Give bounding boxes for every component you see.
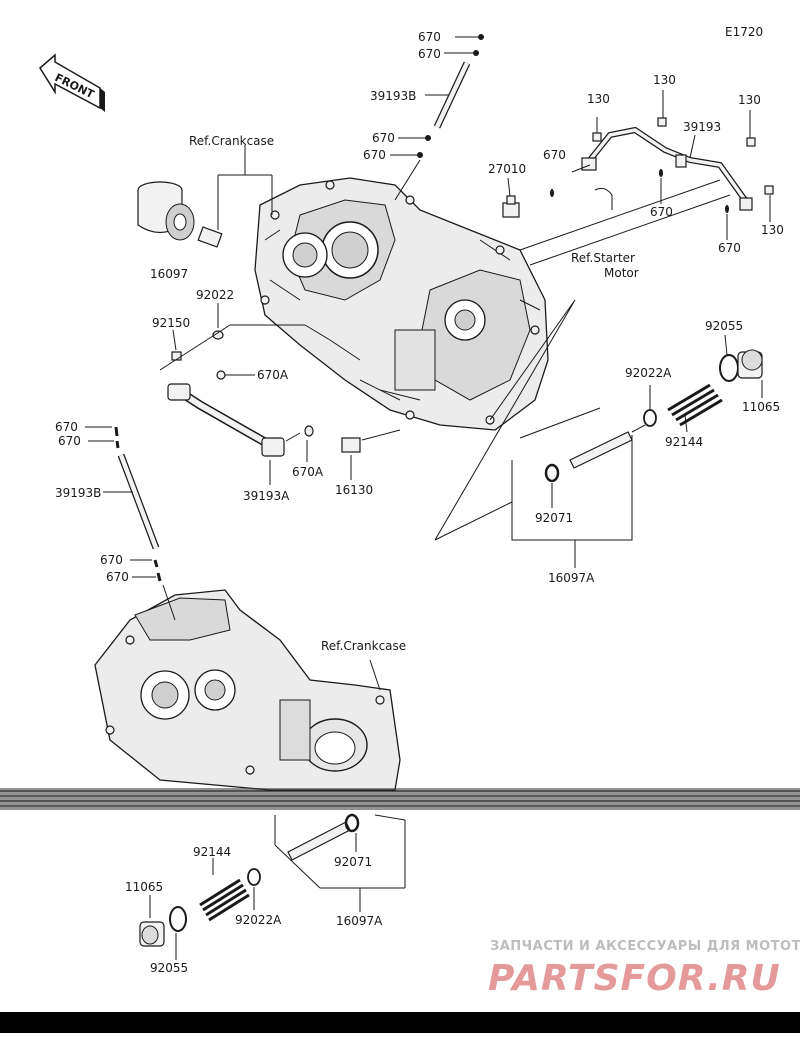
bolt-130-c	[746, 110, 756, 147]
part-number-label: 670A	[257, 368, 289, 382]
part-number-label: Ref.Starter	[571, 251, 635, 265]
part-number-label: 670	[372, 131, 395, 145]
part-number-label: 92055	[705, 319, 743, 333]
part-number-label: 130	[761, 223, 784, 237]
part-number-label: 92144	[665, 435, 703, 449]
part-number-label: 92022	[196, 288, 234, 302]
part-number-label: 92071	[535, 511, 573, 525]
part-number-label: 27010	[488, 162, 526, 176]
part-number-label: 670	[418, 47, 441, 61]
part-number-label: 39193A	[243, 489, 290, 503]
part-number-label: 92071	[334, 855, 372, 869]
scan-band	[0, 788, 800, 810]
part-number-label: 670A	[292, 465, 324, 479]
o-ring-670a-bottom	[304, 425, 314, 437]
part-number-label: 670	[106, 570, 129, 584]
part-number-label: 92144	[193, 845, 231, 859]
relief-valve-top	[544, 349, 763, 483]
part-number-label: 39193	[683, 120, 721, 134]
oil-filter	[137, 181, 195, 241]
part-number-label: 92055	[150, 961, 188, 975]
part-number-label: Ref.Crankcase	[321, 639, 406, 653]
oil-pipe-39193a	[167, 383, 285, 457]
part-number-label: 670	[100, 553, 123, 567]
part-number-label: 670	[718, 241, 741, 255]
relief-valve-bottom	[139, 813, 360, 947]
bottom-bar	[0, 1012, 800, 1033]
filter-nipple	[197, 226, 223, 248]
part-number-label: 92022A	[625, 366, 672, 380]
part-number-label: Ref.Crankcase	[189, 134, 274, 148]
part-number-label: 130	[587, 92, 610, 106]
part-number-label: Motor	[604, 266, 639, 280]
watermark: ЗАПЧАСТИ И АКСЕССУАРЫ ДЛЯ МОТОТЕХНИКИ PA…	[488, 939, 800, 999]
oil-pressure-switch	[502, 195, 520, 218]
bolt-130-d	[764, 185, 774, 222]
diagram-code: E1720	[725, 25, 763, 39]
part-number-label: 670	[543, 148, 566, 162]
part-number-label: 670	[418, 30, 441, 44]
fitting-16130	[341, 437, 361, 453]
part-number-label: 16097A	[548, 571, 595, 585]
part-number-label: 670	[650, 205, 673, 219]
crankcase-lower	[94, 589, 401, 791]
o-ring-670a-top	[216, 370, 226, 380]
part-number-label: 16097	[150, 267, 188, 281]
front-arrow-icon: FRONT	[39, 53, 105, 112]
part-number-label: 16097A	[336, 914, 383, 928]
labels: 670 670 39193B 670 670 27010 130 130 130…	[55, 30, 784, 975]
crankcase-upper	[254, 177, 549, 431]
svg-text:ЗАПЧАСТИ И АКСЕССУАРЫ ДЛЯ МОТО: ЗАПЧАСТИ И АКСЕССУАРЫ ДЛЯ МОТОТЕХНИКИ	[490, 939, 800, 954]
part-number-label: 92022A	[235, 913, 282, 927]
oil-pipe-39193b-left	[114, 426, 162, 582]
part-number-label: 670	[363, 148, 386, 162]
washer-92022	[212, 330, 224, 340]
part-number-label: 16130	[335, 483, 373, 497]
part-number-label: 11065	[742, 400, 780, 414]
part-number-label: 670	[55, 420, 78, 434]
part-number-label: 670	[58, 434, 81, 448]
part-number-label: 39193B	[55, 486, 101, 500]
svg-text:PARTSFOR.RU: PARTSFOR.RU	[488, 958, 781, 999]
part-number-label: 130	[653, 73, 676, 87]
part-number-label: 11065	[125, 880, 163, 894]
oil-pipe-39193b-top	[417, 34, 484, 158]
part-number-label: 130	[738, 93, 761, 107]
part-number-label: 92150	[152, 316, 190, 330]
bolt-130-a	[592, 117, 602, 142]
part-number-label: 39193B	[370, 89, 416, 103]
bolt-130-b	[657, 90, 667, 127]
oil-pipe-39193	[581, 126, 753, 211]
